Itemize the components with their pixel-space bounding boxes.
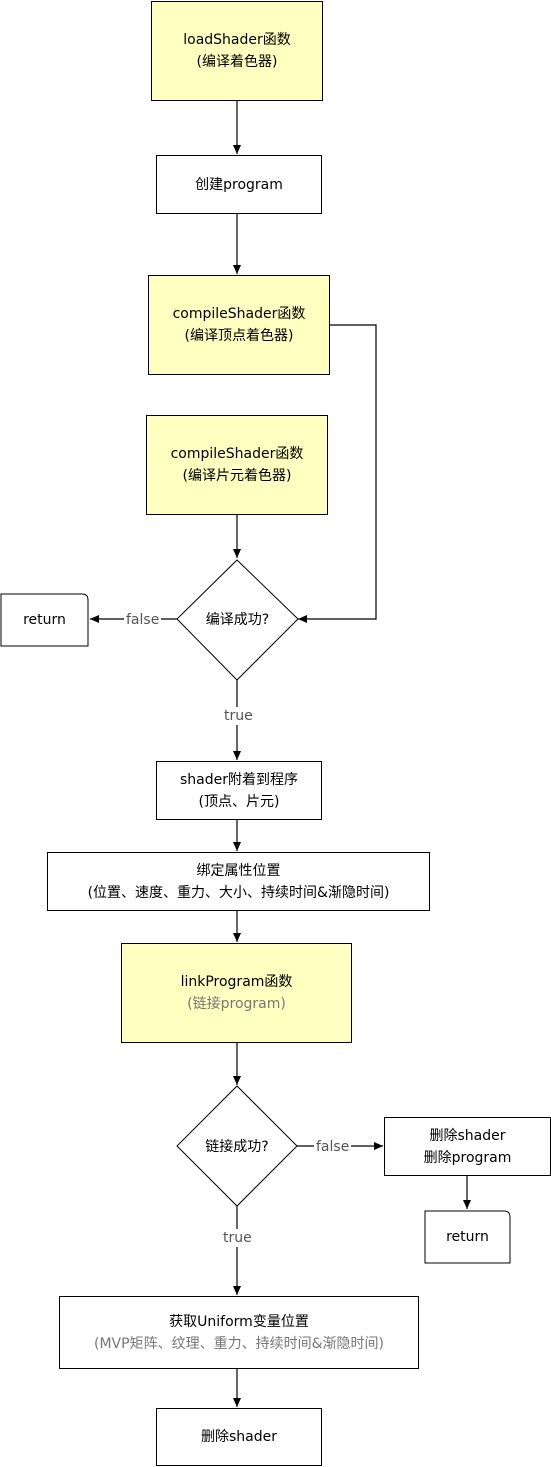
attach-shader-node: shader附着到程序 (顶点、片元) [156, 761, 322, 820]
link-program-node: linkProgram函数 (链接program) [121, 943, 352, 1043]
delete-program-fail-label: 删除program [423, 1149, 512, 1166]
compile-fragment-title: compileShader函数 [170, 446, 304, 462]
compile-success-label: 编译成功? [205, 612, 270, 628]
delete-shader-label: 删除shader [200, 1429, 277, 1445]
get-uniforms-subtitle: (MVP矩阵、纹理、重力、持续时间&渐隐时间) [94, 1335, 384, 1352]
compile-fragment-subtitle: (编译片元着色器) [182, 468, 292, 484]
delete-on-fail-node: 删除shader 删除program [384, 1117, 551, 1176]
bind-attributes-title: 绑定属性位置 [196, 862, 281, 879]
link-program-subtitle: (链接program) [187, 996, 286, 1012]
load-shader-subtitle: (编译着色器) [196, 54, 278, 70]
return-1-shape [0, 593, 89, 647]
load-shader-title: loadShader函数 [183, 32, 291, 48]
link-true-label: true [221, 1229, 254, 1247]
link-success-diamond [176, 1085, 298, 1207]
return-1-label: return [23, 612, 66, 628]
return-2-shape [424, 1210, 511, 1264]
link-success-label: 链接成功? [205, 1139, 269, 1155]
compile-fragment-node: compileShader函数 (编译片元着色器) [146, 415, 328, 515]
compile-vertex-node: compileShader函数 (编译顶点着色器) [148, 275, 330, 375]
create-program-node: 创建program [156, 155, 322, 214]
delete-shader-fail-label: 删除shader [429, 1127, 506, 1144]
return-2-label: return [446, 1229, 489, 1245]
compile-success-diamond [176, 559, 299, 681]
compile-vertex-title: compileShader函数 [172, 306, 306, 322]
get-uniforms-node: 获取Uniform变量位置 (MVP矩阵、纹理、重力、持续时间&渐隐时间) [59, 1296, 419, 1369]
bind-attributes-node: 绑定属性位置 (位置、速度、重力、大小、持续时间&渐隐时间) [47, 852, 430, 911]
compile-vertex-subtitle: (编译顶点着色器) [184, 328, 294, 344]
attach-shader-title: shader附着到程序 [179, 771, 298, 788]
link-program-title: linkProgram函数 [180, 974, 293, 990]
delete-shader-node: 删除shader [156, 1408, 322, 1466]
edge-compile-vertex-to-decision [298, 324, 377, 623]
compile-false-label: false [124, 611, 162, 629]
create-program-label: 创建program [195, 176, 283, 193]
load-shader-node: loadShader函数 (编译着色器) [151, 1, 323, 101]
link-false-label: false [314, 1138, 352, 1156]
get-uniforms-title: 获取Uniform变量位置 [169, 1313, 309, 1330]
bind-attributes-subtitle: (位置、速度、重力、大小、持续时间&渐隐时间) [87, 884, 390, 901]
attach-shader-subtitle: (顶点、片元) [198, 793, 280, 810]
compile-true-label: true [222, 707, 255, 725]
